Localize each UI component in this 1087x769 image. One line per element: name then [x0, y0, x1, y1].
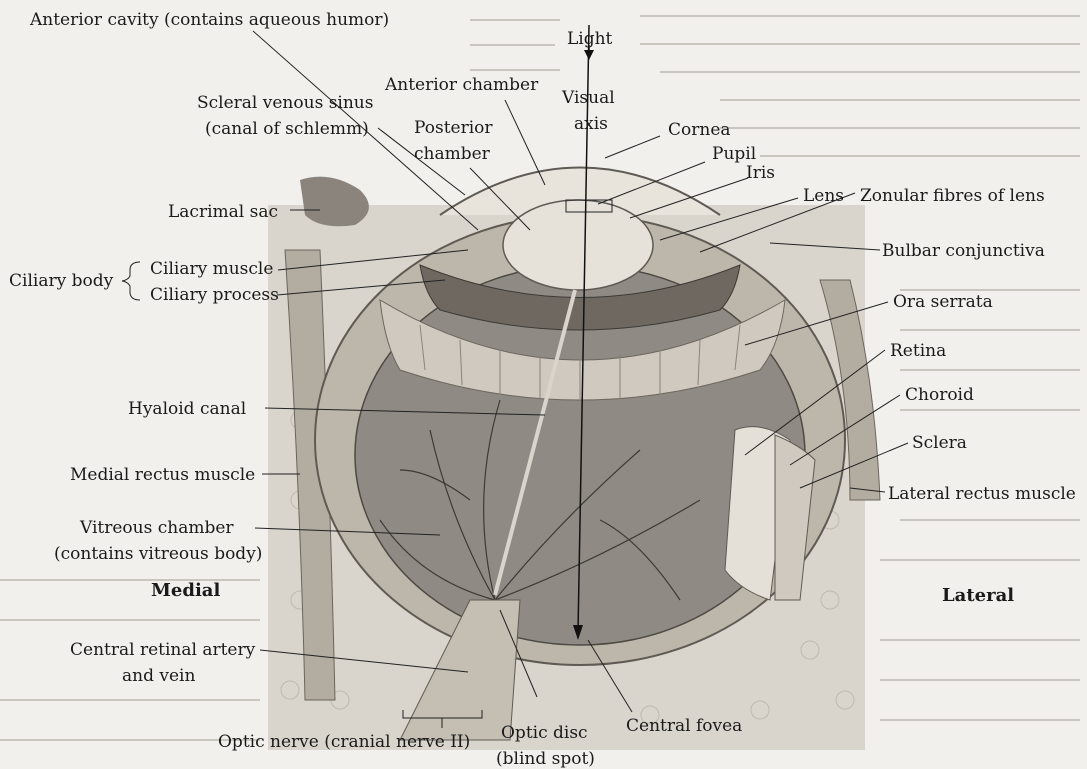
label-medial: Medial	[151, 580, 220, 601]
label-ora-serrata: Ora serrata	[893, 292, 993, 312]
label-choroid: Choroid	[905, 385, 974, 405]
label-and-vein: and vein	[122, 666, 195, 686]
label-cornea: Cornea	[668, 120, 731, 140]
label-blind-spot: (blind spot)	[496, 749, 595, 769]
label-optic-nerve: Optic nerve (cranial nerve II)	[218, 732, 470, 752]
label-posterior-chamber-line1: Posterior	[414, 118, 493, 138]
label-ciliary-body: Ciliary body	[9, 271, 114, 291]
label-sclera: Sclera	[912, 433, 967, 453]
label-lacrimal-sac: Lacrimal sac	[168, 202, 278, 222]
label-medial-rectus-muscle: Medial rectus muscle	[70, 465, 255, 485]
label-vitreous-chamber: Vitreous chamber	[79, 518, 234, 538]
label-pupil: Pupil	[712, 144, 756, 164]
label-central-retinal-artery: Central retinal artery	[70, 640, 256, 660]
label-anterior-chamber: Anterior chamber	[384, 75, 539, 95]
label-lateral: Lateral	[942, 585, 1014, 606]
label-light: Light	[567, 29, 613, 49]
label-hyaloid-canal: Hyaloid canal	[128, 399, 246, 419]
label-zonular-fibres: Zonular fibres of lens	[860, 186, 1045, 206]
label-ciliary-muscle: Ciliary muscle	[150, 259, 273, 279]
label-retina: Retina	[890, 341, 946, 361]
label-visual-axis-line2: axis	[574, 114, 608, 134]
label-anterior-cavity: Anterior cavity (contains aqueous humor)	[29, 10, 389, 30]
label-visual-axis-line1: Visual	[561, 88, 615, 108]
label-canal-of-schlemm: (canal of schlemm)	[205, 119, 369, 139]
lens-shape	[503, 200, 653, 290]
label-posterior-chamber-line2: chamber	[414, 144, 491, 164]
label-bulbar-conjunctiva: Bulbar conjunctiva	[882, 241, 1045, 261]
label-optic-disc: Optic disc	[501, 723, 588, 743]
label-central-fovea: Central fovea	[626, 716, 742, 736]
label-vitreous-body: (contains vitreous body)	[54, 544, 262, 564]
label-ciliary-process: Ciliary process	[150, 285, 279, 305]
label-lens: Lens	[803, 186, 844, 206]
label-lateral-rectus-muscle: Lateral rectus muscle	[888, 484, 1076, 504]
label-scleral-venous-sinus: Scleral venous sinus	[197, 93, 373, 113]
label-iris: Iris	[746, 163, 775, 183]
